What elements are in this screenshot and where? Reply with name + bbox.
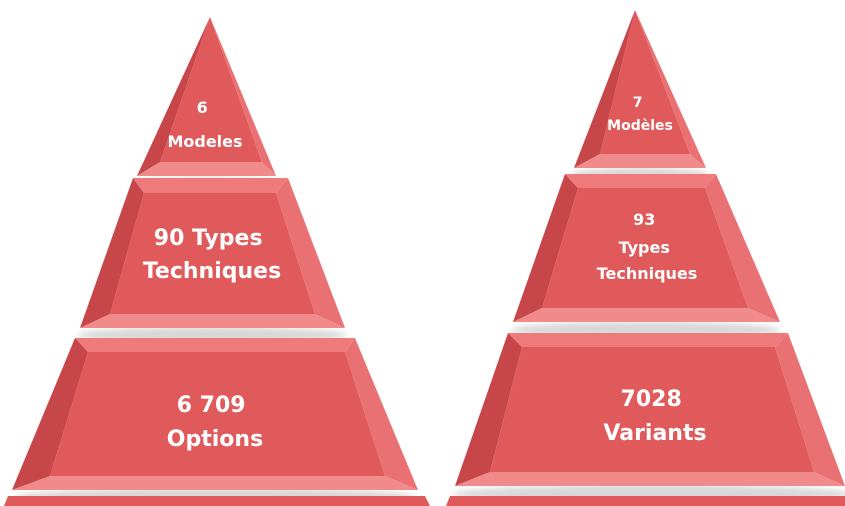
pyramid-left-tier-bottom: 6 709 Options	[12, 338, 418, 506]
pyramid-right-tier-bottom-line2: Variants	[603, 421, 706, 446]
pyramid-left-tier-middle-line1: 90 Types	[154, 226, 263, 251]
pyramid-left-tier-middle-line2: Techniques	[143, 259, 281, 284]
pyramid-right-tier-bottom-line1: 7028	[621, 387, 682, 412]
svg-text:7028 Variants: 7028 Variants	[603, 387, 706, 446]
svg-text:90 Types Techniques: 90 Types Techniques	[143, 226, 281, 284]
svg-text:6 709 Options: 6 709 Options	[167, 393, 263, 452]
pyramid-left-tier-middle: 90 Types Techniques	[77, 178, 347, 343]
pyramid-left: 6 Modeles 90 Types Techniques	[4, 17, 430, 506]
pyramid-left-tier-top-line1: 6	[197, 98, 208, 117]
pyramid-left-tier-top-line2: Modeles	[167, 132, 242, 151]
pyramid-right-tier-middle-line3: Techniques	[597, 264, 698, 283]
pyramid-left-base-edge	[4, 496, 430, 506]
pyramid-left-tier-bottom-line2: Options	[167, 427, 263, 452]
svg-text:7 Modèles: 7 Modèles	[607, 95, 673, 134]
pyramid-right-tier-middle: 93 Types Techniques	[510, 174, 780, 338]
pyramid-right-base-edge	[446, 496, 845, 506]
pyramid-right-tier-middle-line2: Types	[619, 238, 670, 257]
svg-text:93 Types Techn: 93 Types Techniques	[597, 210, 698, 283]
pyramid-right-tier-bottom: 7028 Variants	[452, 333, 845, 503]
svg-text:6 Modeles: 6 Modeles	[167, 98, 242, 151]
pyramid-left-tier-top: 6 Modeles	[133, 17, 277, 190]
pyramid-right-tier-top-line2: Modèles	[607, 118, 673, 134]
pyramid-right-tier-top: 7 Modèles	[572, 10, 708, 180]
pyramid-right: 7 Modèles 93 Types Techniques	[446, 10, 845, 506]
pyramid-right-tier-middle-line1: 93	[633, 210, 655, 229]
pyramid-left-tier-bottom-line1: 6 709	[177, 393, 246, 418]
pyramid-right-tier-top-line1: 7	[633, 95, 643, 111]
